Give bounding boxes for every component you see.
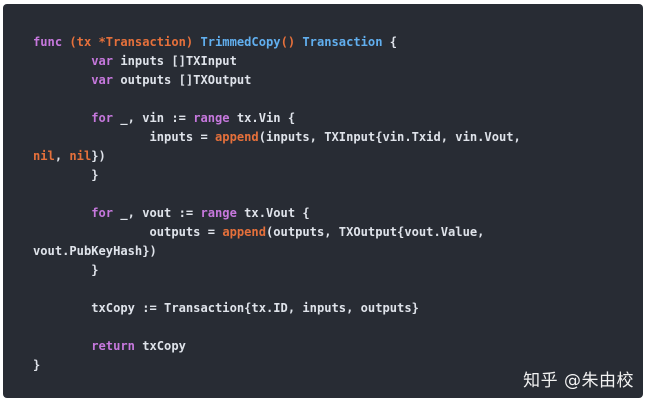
code-line: inputs = append(inputs, TXInput{vin.Txid…	[33, 128, 643, 147]
code-token: for	[91, 111, 114, 125]
code-line	[33, 185, 643, 204]
code-line: nil, nil})	[33, 147, 643, 166]
code-line: return txCopy	[33, 337, 643, 356]
code-token: return	[91, 339, 135, 353]
code-line: vout.PubKeyHash})	[33, 242, 643, 261]
code-token: _, vin :=	[113, 111, 194, 125]
code-token: txCopy	[134, 339, 186, 353]
code-token: {	[382, 35, 398, 49]
code-token: ()	[280, 35, 296, 49]
code-token	[33, 206, 91, 220]
code-token: _, vout :=	[113, 206, 201, 220]
code-token: var	[91, 73, 114, 87]
code-token	[33, 54, 91, 68]
code-line: }	[33, 356, 643, 375]
code-token: range	[193, 111, 230, 125]
code-line: for _, vin := range tx.Vin {	[33, 109, 643, 128]
code-token: range	[200, 206, 237, 220]
code-token: append	[215, 130, 259, 144]
code-token: inputs =	[33, 130, 216, 144]
code-token: })	[91, 149, 106, 163]
code-token: tx.Vout {	[236, 206, 310, 220]
code-line: txCopy := Transaction{tx.ID, inputs, out…	[33, 299, 643, 318]
code-token	[33, 111, 91, 125]
code-token: for	[91, 206, 114, 220]
code-line	[33, 318, 643, 337]
code-token: outputs []TXOutput	[113, 73, 252, 87]
code-token	[33, 73, 91, 87]
code-token: nil	[69, 149, 92, 163]
code-token: outputs =	[33, 225, 223, 239]
watermark: 知乎 @朱由校	[523, 371, 634, 391]
code-token: }	[33, 263, 99, 277]
code-token: TrimmedCopy	[200, 35, 281, 49]
code-token: vout.PubKeyHash})	[33, 244, 157, 258]
code-line	[33, 280, 643, 299]
code-token: tx.Vin {	[229, 111, 296, 125]
code-line	[33, 90, 643, 109]
code-line: outputs = append(outputs, TXOutput{vout.…	[33, 223, 643, 242]
code-line: var outputs []TXOutput	[33, 71, 643, 90]
code-token: txCopy := Transaction{tx.ID, inputs, out…	[33, 301, 419, 315]
code-token: inputs []TXInput	[113, 54, 237, 68]
code-line: var inputs []TXInput	[33, 52, 643, 71]
code-line: }	[33, 166, 643, 185]
code-token: Transaction	[302, 35, 383, 49]
code-token	[33, 339, 91, 353]
code-token: (outputs, TXOutput{vout.Value,	[266, 225, 485, 239]
code-token: }	[33, 358, 41, 372]
code-token: func	[33, 35, 63, 49]
code-line: }	[33, 261, 643, 280]
code-listing: func (tx *Transaction) TrimmedCopy() Tra…	[33, 33, 643, 375]
code-block: func (tx *Transaction) TrimmedCopy() Tra…	[3, 4, 643, 398]
code-token: var	[91, 54, 114, 68]
code-line: for _, vout := range tx.Vout {	[33, 204, 643, 223]
code-line: func (tx *Transaction) TrimmedCopy() Tra…	[33, 33, 643, 52]
code-token: ,	[54, 149, 70, 163]
code-token: }	[33, 168, 99, 182]
code-token: (inputs, TXInput{vin.Txid, vin.Vout,	[258, 130, 521, 144]
code-token: (tx *Transaction)	[69, 35, 194, 49]
code-token: nil	[33, 149, 55, 163]
code-token: append	[222, 225, 266, 239]
